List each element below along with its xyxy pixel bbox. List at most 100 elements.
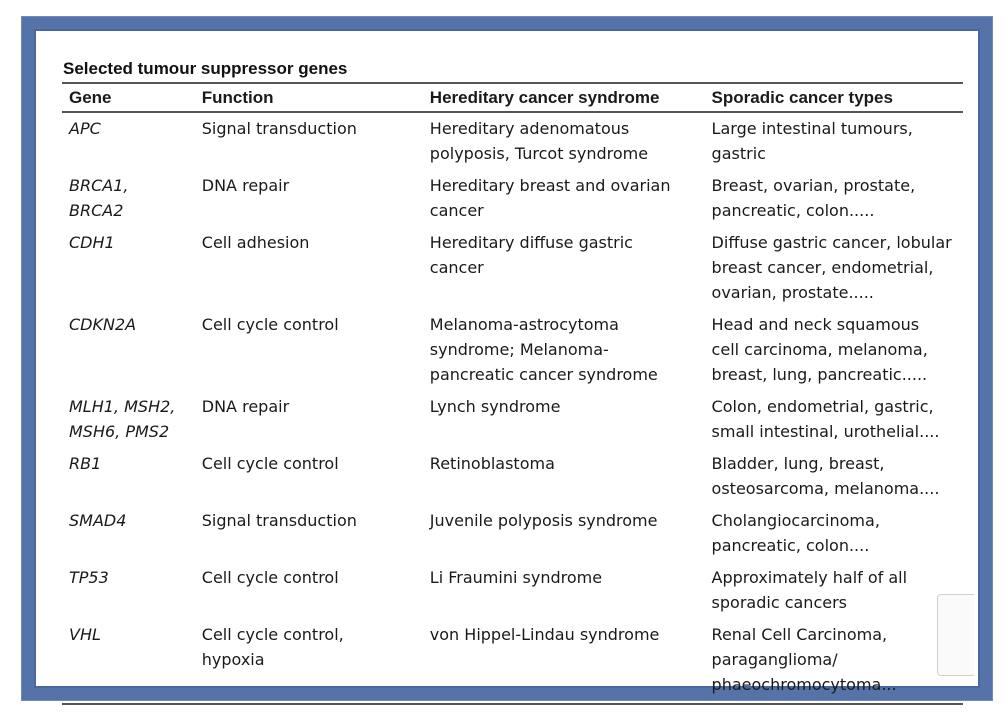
function-cell-line: DNA repair [201,176,290,195]
sporadic-cancer-cell-line: pancreatic, colon..... [711,201,875,220]
gene-cell-line: CDH1 [69,233,115,252]
gene-cell: BRCA1, BRCA2 [62,170,195,227]
function-cell-line: Cell cycle control [201,568,339,587]
hereditary-syndrome-cell-line: Hereditary breast and ovarian [429,176,671,195]
gene-cell-line: SMAD4 [69,511,127,530]
table-body: APC Signal transduction Hereditary adenoma… [62,112,963,704]
sporadic-cancer-cell-line: Breast, ovarian, prostate, [711,176,916,195]
table-row: MLH1, MSH2, MSH6, PMS2 DNA repair Lynch syn… [62,391,963,448]
hereditary-syndrome-cell-line: cancer [429,258,484,277]
gene-cell: CDH1 [62,227,195,309]
hereditary-syndrome-cell-line: Lynch syndrome [429,397,561,416]
hereditary-syndrome-cell-line: Li Fraumini syndrome [429,568,603,587]
table-row: SMAD4 Signal transduction Juvenile polypos… [62,505,963,562]
function-cell-line: DNA repair [201,397,290,416]
hereditary-syndrome-cell: Li Fraumini syndrome [423,562,705,619]
gene-cell-line: VHL [69,625,101,644]
hereditary-syndrome-cell-line: Hereditary adenomatous [429,119,630,138]
gene-cell-line: RB1 [69,454,102,473]
hereditary-syndrome-cell-line: cancer [429,201,484,220]
hereditary-syndrome-cell: Lynch syndrome [423,391,705,448]
function-cell: Signal transduction [195,505,423,562]
function-cell: Signal transduction [195,112,423,170]
sporadic-cancer-cell: Bladder, lung, breast,osteosarcoma, mela… [705,448,963,505]
function-cell-line: Cell cycle control, [201,625,344,644]
hereditary-syndrome-cell: Hereditary diffuse gastric cancer [423,227,705,309]
function-cell: Cell cycle control,hypoxia [195,619,423,704]
sporadic-cancer-cell-line: Renal Cell Carcinoma, [711,625,888,644]
function-cell-line: Cell cycle control [201,315,339,334]
column-header-sporadic-types: Sporadic cancer types [711,87,893,107]
function-cell: Cell cycle control [195,309,423,391]
sporadic-cancer-cell: Cholangiocarcinoma,pancreatic, colon.... [705,505,963,562]
function-cell: Cell adhesion [195,227,423,309]
sporadic-cancer-cell: Colon, endometrial, gastric, small intest… [705,391,963,448]
table-panel: Selected tumour suppressor genes Gene Fu… [62,57,963,705]
hereditary-syndrome-cell: Hereditary breast and ovarian cancer [423,170,705,227]
gene-cell-line: CDKN2A [69,315,137,334]
hereditary-syndrome-cell: Juvenile polyposis syndrome [423,505,705,562]
function-cell: Cell cycle control [195,562,423,619]
hereditary-syndrome-cell: Retinoblastoma [423,448,705,505]
gene-cell-line: APC [69,119,101,138]
hereditary-syndrome-cell-line: Melanoma-astrocytoma [429,315,619,334]
function-cell-line: Signal transduction [201,511,357,530]
column-header-hereditary-syndrome: Hereditary cancer syndrome [429,87,660,107]
hereditary-syndrome-cell: Hereditary adenomatous polyposis, Turcot … [423,112,705,170]
sporadic-cancer-cell-line: Colon, endometrial, gastric, [711,397,934,416]
gene-cell: TP53 [62,562,195,619]
sporadic-cancer-cell-line: cell carcinoma, melanoma, [711,340,928,359]
gene-cell: SMAD4 [62,505,195,562]
function-cell-line: Signal transduction [201,119,357,138]
gene-cell: VHL [62,619,195,704]
page-curl-decoration [937,594,974,676]
table-row: CDH1 Cell adhesion Hereditary diffuse gast… [62,227,963,309]
sporadic-cancer-cell-line: phaeochromocytoma... [711,675,897,694]
sporadic-cancer-cell: Large intestinal tumours,gastric [705,112,963,170]
hereditary-syndrome-cell-line: Juvenile polyposis syndrome [429,511,658,530]
column-header-function: Function [201,87,274,107]
table-header-row: Gene Function Hereditary cancer syndrome… [62,83,963,112]
sporadic-cancer-cell-line: Bladder, lung, breast, [711,454,885,473]
hereditary-syndrome-cell-line: Hereditary diffuse gastric [429,233,633,252]
gene-cell: MLH1, MSH2, MSH6, PMS2 [62,391,195,448]
hereditary-syndrome-cell-line: polyposis, Turcot syndrome [429,144,649,163]
table-row: VHL Cell cycle control,hypoxia von Hippel-… [62,619,963,704]
function-cell: Cell cycle control [195,448,423,505]
sporadic-cancer-cell-line: breast, lung, pancreatic..... [711,365,928,384]
sporadic-cancer-cell-line: sporadic cancers [711,593,847,612]
sporadic-cancer-cell-line: Large intestinal tumours, [711,119,913,138]
tumour-suppressor-table: Gene Function Hereditary cancer syndrome… [62,82,963,705]
hereditary-syndrome-cell-line: syndrome; Melanoma- [429,340,609,359]
sporadic-cancer-cell-line: paraganglioma/ [711,650,838,669]
sporadic-cancer-cell: Renal Cell Carcinoma, paraganglioma/phaeo… [705,619,963,704]
sporadic-cancer-cell-line: breast cancer, endometrial, [711,258,934,277]
sporadic-cancer-cell: Head and neck squamous cell carcinoma, me… [705,309,963,391]
gene-cell-line: MSH6, PMS2 [69,422,170,441]
function-cell-line: Cell cycle control [201,454,339,473]
table-row: TP53 Cell cycle control Li Fraumini syndro… [62,562,963,619]
function-cell-line: Cell adhesion [201,233,310,252]
column-header-gene: Gene [69,87,112,107]
function-cell: DNA repair [195,391,423,448]
hereditary-syndrome-cell-line: von Hippel-Lindau syndrome [429,625,660,644]
sporadic-cancer-cell: Diffuse gastric cancer, lobular breast ca… [705,227,963,309]
table-row: BRCA1, BRCA2 DNA repair Hereditary breast a… [62,170,963,227]
gene-cell-line: BRCA2 [69,201,124,220]
gene-cell-line: MLH1, MSH2, [69,397,176,416]
sporadic-cancer-cell-line: small intestinal, urothelial.... [711,422,940,441]
hereditary-syndrome-cell-line: Retinoblastoma [429,454,555,473]
sporadic-cancer-cell: Breast, ovarian, prostate, pancreatic, co… [705,170,963,227]
sporadic-cancer-cell-line: Head and neck squamous [711,315,920,334]
table-row: CDKN2A Cell cycle control Melanoma-astrocy… [62,309,963,391]
sporadic-cancer-cell-line: ovarian, prostate..... [711,283,874,302]
table-row: RB1 Cell cycle control Retinoblastoma Bladd… [62,448,963,505]
sporadic-cancer-cell-line: pancreatic, colon.... [711,536,870,555]
gene-cell-line: BRCA1, [69,176,129,195]
hereditary-syndrome-cell: von Hippel-Lindau syndrome [423,619,705,704]
sporadic-cancer-cell-line: Diffuse gastric cancer, lobular [711,233,952,252]
table-title: Selected tumour suppressor genes [63,59,348,78]
gene-cell-line: TP53 [69,568,109,587]
